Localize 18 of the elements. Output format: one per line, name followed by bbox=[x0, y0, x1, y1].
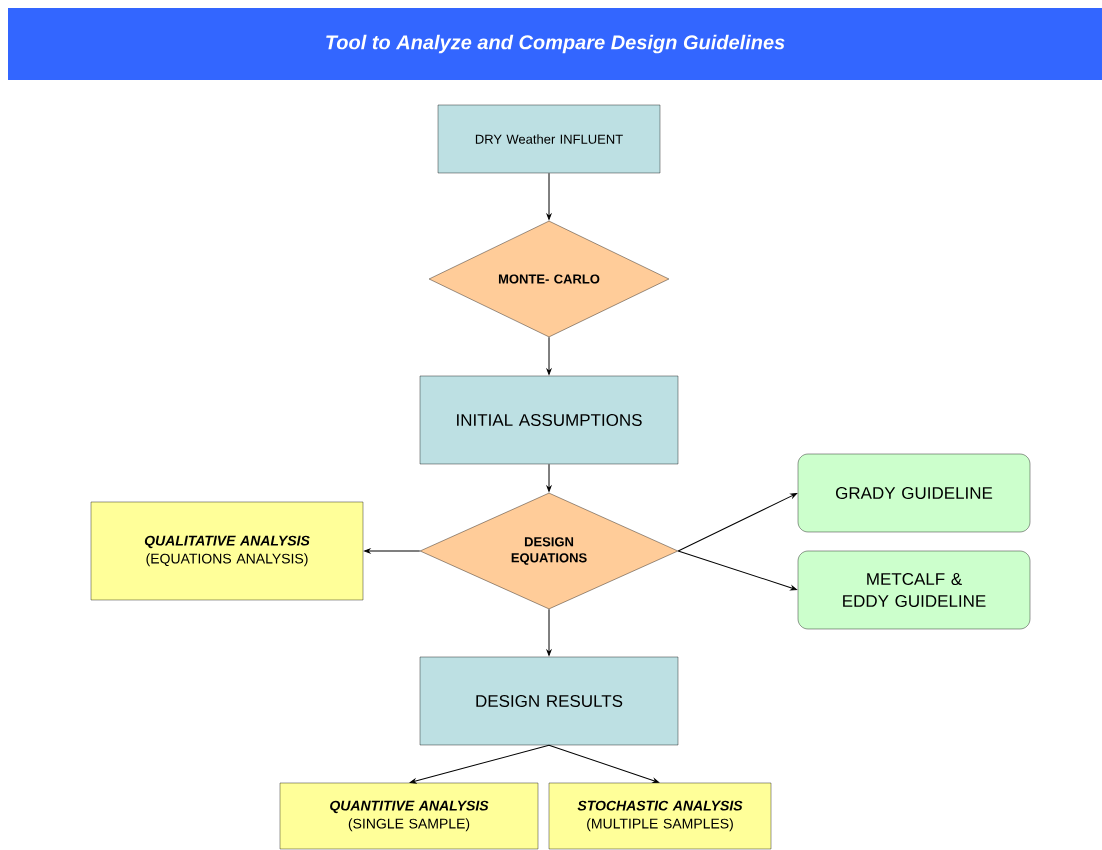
guideline-box: METCALF & EDDY GUIDELINE bbox=[797, 550, 1031, 630]
arrow bbox=[409, 744, 550, 784]
arrow bbox=[364, 548, 421, 554]
arrow bbox=[548, 744, 660, 784]
title-banner: Tool to Analyze and Compare Design Guidelines bbox=[8, 8, 1102, 80]
guideline-box: GRADY GUIDELINE bbox=[797, 453, 1031, 533]
arrow bbox=[677, 493, 798, 552]
process-box: INITIAL ASSUMPTIONS bbox=[419, 375, 679, 465]
arrow bbox=[546, 172, 552, 220]
arrow bbox=[677, 550, 797, 591]
arrow bbox=[546, 463, 552, 492]
analysis-box: QUANTITIVE ANALYSIS (SINGLE SAMPLE) bbox=[279, 782, 539, 850]
process-box: DRY Weather INFLUENT bbox=[437, 104, 661, 174]
arrow bbox=[546, 608, 552, 656]
arrow bbox=[546, 336, 552, 375]
analysis-box: QUALITATIVE ANALYSIS (EQUATIONS ANALYSIS) bbox=[90, 501, 364, 601]
analysis-box: STOCHASTIC ANALYSIS (MULTIPLE SAMPLES) bbox=[548, 782, 772, 850]
process-box: DESIGN RESULTS bbox=[419, 656, 679, 746]
